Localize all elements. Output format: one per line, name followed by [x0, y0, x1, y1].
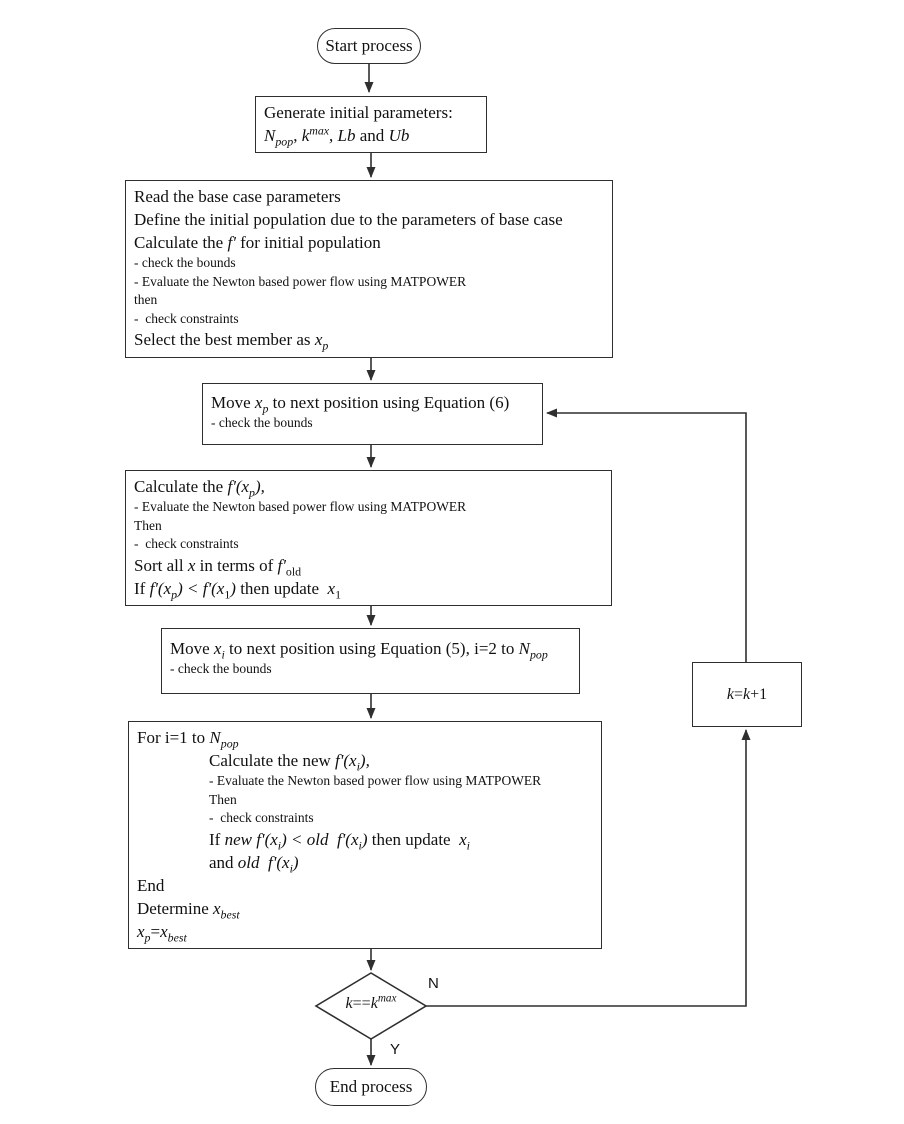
edge-label-yes: Y: [390, 1041, 401, 1058]
calc-fxp-box: Calculate the f'(xp),- Evaluate the Newt…: [125, 470, 612, 606]
box-line: - check constraints: [134, 536, 239, 551]
end-label: End process: [329, 1077, 413, 1096]
box-line: Calculate the f' for initial population: [134, 233, 381, 252]
edge-kincrement-movexp-loop: [546, 408, 747, 662]
edge-decision-kincrement-no: [426, 729, 751, 1007]
box-line: Then: [209, 791, 237, 807]
box-line: For i=1 to Npop: [137, 728, 239, 751]
box-line: - check constraints: [209, 810, 314, 825]
decision-diamond: [314, 972, 428, 1040]
generate-params-box: Generate initial parameters:Npop, kmax, …: [255, 96, 487, 153]
box-line: Move xi to next position using Equation …: [170, 639, 548, 662]
box-line: Read the base case parameters: [134, 187, 341, 206]
end-terminator: End process: [315, 1068, 427, 1106]
box-line: Determine xbest: [137, 898, 240, 921]
box-line: then: [134, 292, 158, 307]
box-line: Generate initial parameters:: [264, 103, 453, 122]
k-increment-box: k=k+1: [692, 662, 802, 727]
box-line: - Evaluate the Newton based power flow u…: [134, 273, 467, 289]
box-line: - check the bounds: [170, 661, 272, 676]
edge-label-no: N: [428, 975, 439, 992]
box-line: - Evaluate the Newton based power flow u…: [134, 499, 467, 514]
box-line: - check the bounds: [211, 415, 313, 430]
box-line: If new f'(xi) < old f'(xi) then update x…: [209, 829, 470, 852]
k-max-decision-label: k==kmax: [345, 992, 397, 1012]
box-line: Calculate the new f'(xi),: [209, 751, 370, 774]
box-line: Sort all x in terms of f'old: [134, 555, 302, 578]
box-line: - Evaluate the Newton based power flow u…: [209, 773, 542, 788]
box-line: If f'(xp) < f'(x1) then update x1: [134, 578, 342, 601]
box-line: Then: [134, 517, 162, 533]
box-line: - check the bounds: [134, 255, 236, 270]
box-line: Npop, kmax, Lb and Ub: [264, 123, 410, 149]
box-line: xp=xbest: [137, 921, 187, 944]
box-line: Move xp to next position using Equation …: [211, 393, 510, 416]
start-label: Start process: [325, 36, 413, 55]
k-increment-label: k=k+1: [726, 685, 768, 703]
box-line: End: [137, 875, 165, 895]
box-line: - check constraints: [134, 310, 239, 326]
start-terminator: Start process: [317, 28, 421, 64]
box-line: Select the best member as xp: [134, 330, 329, 353]
move-xi-box: Move xi to next position using Equation …: [161, 628, 580, 694]
move-xp-box: Move xp to next position using Equation …: [202, 383, 543, 445]
box-line: Calculate the f'(xp),: [134, 477, 265, 500]
box-line: Define the initial population due to the…: [134, 210, 563, 229]
box-line: and old f'(xi): [209, 852, 299, 875]
